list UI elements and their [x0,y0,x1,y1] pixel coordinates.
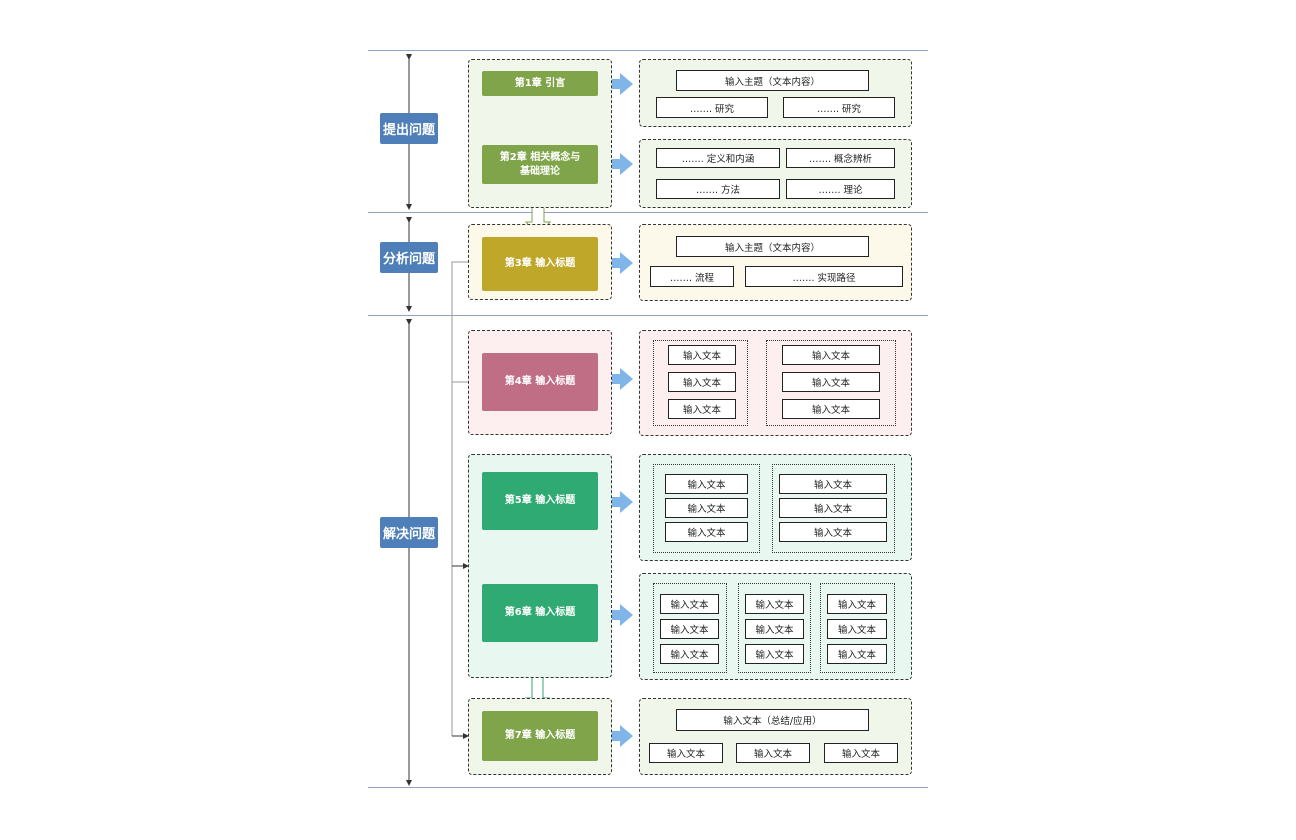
c5-g1-item-2[interactable]: 输入文本 [665,498,748,518]
right-arrow-3 [601,252,633,274]
chapter-2-title-line2: 基础理论 [520,165,560,177]
c2-box-3[interactable]: ……. 方法 [656,179,780,199]
tree-connector [451,261,468,736]
divider-bottom [368,787,928,788]
c6-group-3 [820,583,895,673]
c5-g2-item-2[interactable]: 输入文本 [779,498,887,518]
c4-g2-item-2[interactable]: 输入文本 [782,372,880,392]
divider-1 [368,212,928,213]
c3-box-2[interactable]: ……. 实现路径 [745,266,903,287]
c4-g1-item-3[interactable]: 输入文本 [668,399,736,419]
right-arrow-2 [601,153,633,175]
divider-top [368,50,928,51]
right-arrow-4 [601,368,633,390]
right-arrow-6 [601,604,633,626]
c6-g3-item-3[interactable]: 输入文本 [827,644,887,664]
c2-box-1[interactable]: ……. 定义和内涵 [656,148,780,168]
c6-g1-item-2[interactable]: 输入文本 [660,619,719,639]
c2-box-4[interactable]: ……. 理论 [786,179,895,199]
c4-group-1 [653,340,748,426]
section-label-solve: 解决问题 [380,517,438,548]
c6-group-2 [738,583,811,673]
section-label-analyze: 分析问题 [380,242,438,273]
c6-g2-item-3[interactable]: 输入文本 [745,644,804,664]
c2-box-2[interactable]: ……. 概念辨析 [786,148,895,168]
c5-group-1 [653,464,760,553]
c5-g2-item-3[interactable]: 输入文本 [779,522,887,542]
section-label-raise: 提出问题 [380,113,438,144]
c7-box-3[interactable]: 输入文本 [824,743,898,763]
c7-box-1[interactable]: 输入文本 [649,743,723,763]
chapter-3-box[interactable]: 第3章 输入标题 [482,237,598,291]
c6-g1-item-3[interactable]: 输入文本 [660,644,719,664]
c7-box-2[interactable]: 输入文本 [736,743,810,763]
c4-g2-item-3[interactable]: 输入文本 [782,399,880,419]
c3-box-1[interactable]: ……. 流程 [650,266,734,287]
c1-box-1[interactable]: ……. 研究 [656,97,768,118]
chapter-4-box[interactable]: 第4章 输入标题 [482,353,598,411]
c1-topic-box[interactable]: 输入主题（文本内容） [676,70,869,91]
c6-g3-item-1[interactable]: 输入文本 [827,594,887,614]
c5-group-2 [772,464,895,553]
c5-g2-item-1[interactable]: 输入文本 [779,474,887,494]
chapter-2-title-line1: 第2章 相关概念与 [499,151,581,163]
c6-group-1 [653,583,727,673]
c5-g1-item-1[interactable]: 输入文本 [665,474,748,494]
c4-g2-item-1[interactable]: 输入文本 [782,345,880,365]
c6-g2-item-2[interactable]: 输入文本 [745,619,804,639]
c6-g1-item-1[interactable]: 输入文本 [660,594,719,614]
c1-box-2[interactable]: ……. 研究 [783,97,895,118]
right-arrow-1 [601,73,633,95]
chapter-6-box[interactable]: 第6章 输入标题 [482,584,598,642]
c3-topic-box[interactable]: 输入主题（文本内容） [676,236,869,257]
chapter-2-box[interactable]: 第2章 相关概念与 基础理论 [482,145,598,184]
c4-g1-item-2[interactable]: 输入文本 [668,372,736,392]
chapter-1-box[interactable]: 第1章 引言 [482,71,598,96]
divider-2 [368,315,928,316]
chapter-7-box[interactable]: 第7章 输入标题 [482,711,598,761]
right-arrow-7 [601,725,633,747]
c6-g2-item-1[interactable]: 输入文本 [745,594,804,614]
c6-g3-item-2[interactable]: 输入文本 [827,619,887,639]
chapter-5-box[interactable]: 第5章 输入标题 [482,472,598,530]
c4-group-2 [766,340,896,426]
c5-g1-item-3[interactable]: 输入文本 [665,522,748,542]
c4-g1-item-1[interactable]: 输入文本 [668,345,736,365]
right-arrow-5 [601,491,633,513]
c7-topic-box[interactable]: 输入文本（总结/应用） [676,709,869,731]
